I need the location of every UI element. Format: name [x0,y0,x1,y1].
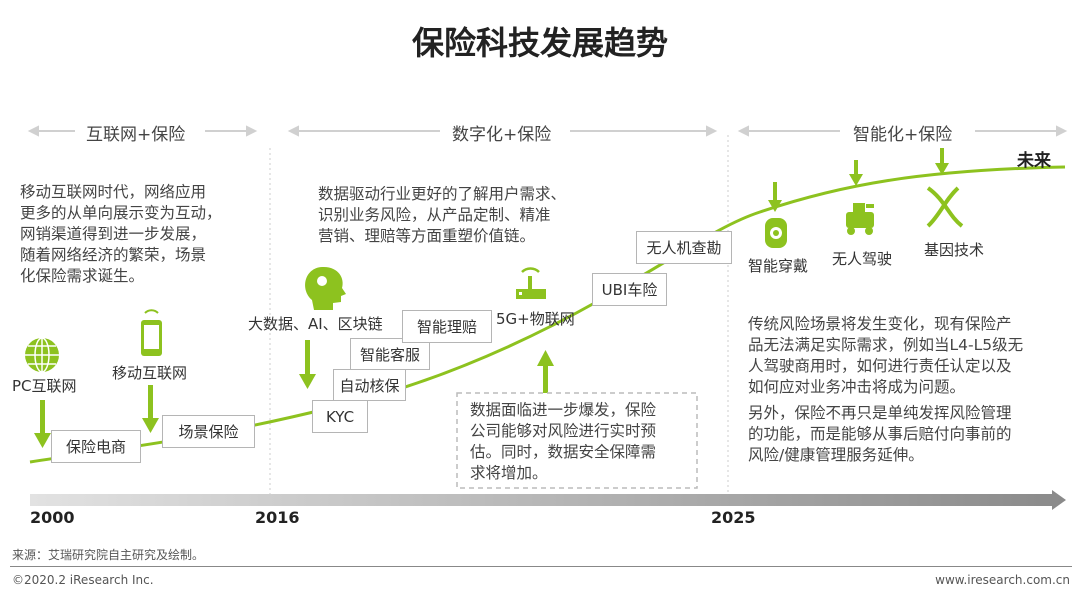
label-pc-internet: PC互联网 [12,377,77,395]
era3-description: 传统风险场景将发生变化，现有保险产品无法满足实际需求，例如当L4-L5级无人驾驶… [748,314,1023,398]
era-digital: 数字化+保险 [444,120,560,145]
text-line: 随着网络经济的繁荣，场景 [20,246,207,264]
text-line: 传统风险场景将发生变化，现有保险产 [748,315,1012,333]
text-line: 估。同时，数据安全保障需 [470,443,657,461]
year-2016: 2016 [255,508,300,527]
text-line: 的功能，而是能够从事后赔付向事前的 [748,425,1012,443]
future-label: 未来 [1017,151,1051,171]
text-line: 数据驱动行业更好的了解用户需求、 [318,185,567,203]
era1-description: 移动互联网时代，网络应用更多的从单向展示变为互动， 网销渠道得到进一步发展， 随着网… [20,182,222,287]
text-line: 数据面临进一步爆发，保险 [470,401,657,419]
text-line: 移动互联网时代，网络应用 [20,183,207,201]
era-arrows [27,125,1068,137]
source-note: 来源：艾瑞研究院自主研究及绘制。 [12,548,205,562]
text-line: 化保险需求诞生。 [20,267,145,285]
box-smart-claims: 智能理赔 [402,310,492,343]
era-intelligent: 智能化+保险 [845,120,961,145]
smartphone-icon [141,309,162,356]
text-line: 如何应对业务冲击将成为问题。 [748,378,966,396]
text-line: 公司能够对风险进行实时预 [470,422,657,440]
globe-icon [25,337,59,373]
box-drone-survey: 无人机查勘 [636,231,732,264]
text-line: 更多的从单向展示变为互动， [20,204,222,222]
dna-icon [926,186,964,228]
text-line: 网销渠道得到进一步发展， [20,225,207,243]
era-internet: 互联网+保险 [78,120,194,145]
dashed-callout-text: 数据面临进一步爆发，保险公司能够对风险进行实时预估。同时，数据安全保障需求将增加… [470,400,656,484]
era2-description: 数据驱动行业更好的了解用户需求、识别业务风险，从产品定制、精准营销、理赔等方面重… [318,184,566,247]
box-insurance-ecommerce: 保险电商 [51,430,141,463]
smartwatch-icon [765,218,787,248]
text-line: 人驾驶商用时，如何进行责任认定以及 [748,357,1012,375]
green-arrows [34,148,949,448]
dashed-callout [456,392,698,489]
label-wearable: 智能穿戴 [748,257,809,275]
label-gene: 基因技术 [924,241,985,259]
label-5g-iot: 5G+物联网 [496,310,575,328]
text-line: 风险/健康管理服务延伸。 [748,446,924,464]
ai-head-icon [305,266,346,310]
label-mobile-internet: 移动互联网 [112,364,188,382]
text-line: 求将增加。 [470,464,548,482]
text-line: 营销、理赔等方面重塑价值链。 [318,227,536,245]
text-line: 识别业务风险，从产品定制、精准 [318,206,551,224]
box-scene-insurance: 场景保险 [162,415,255,448]
label-bigdata-ai-blockchain: 大数据、AI、区块链 [248,315,383,333]
timeline-bar [30,490,1066,510]
autonomous-car-icon [846,203,874,235]
box-ubi: UBI车险 [592,273,667,306]
page-title: 保险科技发展趋势 [411,24,668,62]
box-smart-service: 智能客服 [350,338,430,370]
copyright: ©2020.2 iResearch Inc. [12,573,154,587]
box-auto-underwriting: 自动核保 [333,369,406,401]
website-link[interactable]: www.iresearch.com.cn [935,573,1070,587]
text-line: 另外，保险不再只是单纯发挥风险管理 [748,404,1012,422]
era3-description-2: 另外，保险不再只是单纯发挥风险管理的功能，而是能够从事后赔付向事前的风险/健康管… [748,403,1012,466]
footer-divider [10,566,1072,567]
box-kyc: KYC [312,400,368,433]
year-2025: 2025 [711,508,756,527]
label-autonomous: 无人驾驶 [832,250,893,268]
text-line: 品无法满足实际需求，例如当L4-L5级无 [748,336,1024,354]
year-2000: 2000 [30,508,75,527]
router-icon [516,267,546,299]
